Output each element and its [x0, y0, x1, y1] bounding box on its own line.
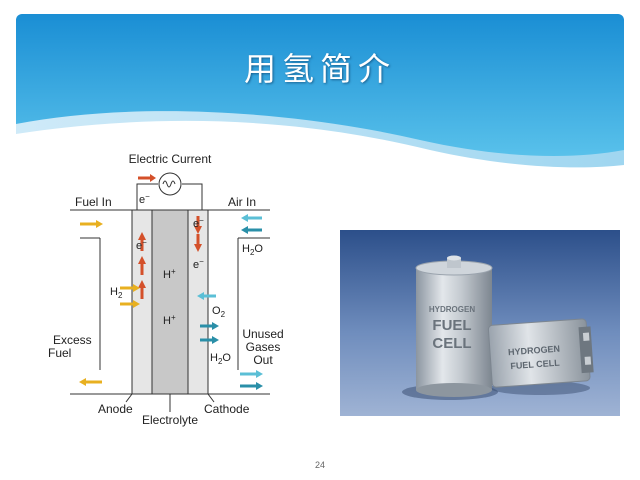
proton-label-2: H+ — [163, 313, 176, 327]
slide-title: 用氢简介 — [243, 50, 396, 88]
cathode-label: Cathode — [204, 402, 250, 416]
electrolyte-layer — [151, 209, 189, 395]
battery-large-text-1: HYDROGEN — [429, 305, 475, 314]
battery-small-text-1: HYDROGEN — [508, 344, 561, 358]
electron-label-cathode-1: e− — [193, 216, 204, 230]
proton-label-1: H+ — [163, 267, 176, 281]
cathode-plate — [187, 209, 209, 395]
electron-label-anode: e− — [136, 238, 147, 252]
air-in-label: Air In — [228, 195, 256, 209]
fuel-cell-battery-photo: HYDROGEN FUEL CELL HYDROGEN FUEL CELL — [340, 230, 620, 416]
anode-label: Anode — [98, 402, 133, 416]
electron-label-top: e− — [139, 192, 150, 206]
lightbulb-icon — [158, 172, 182, 196]
electron-label-cathode-2: e− — [193, 257, 204, 271]
water-label-out: H2O — [210, 352, 231, 366]
out-label: Out — [253, 353, 273, 367]
header-background — [16, 14, 624, 180]
battery-large-text-3: CELL — [432, 335, 471, 352]
battery-small: HYDROGEN FUEL CELL — [487, 318, 594, 388]
fuel-cell-diagram: Electric Current Fuel In Air In e− e− e−… — [48, 152, 284, 427]
battery-small-text-2: FUEL CELL — [510, 358, 560, 371]
battery-large — [416, 268, 492, 390]
unused-label: Unused — [242, 327, 283, 341]
page-number: 24 — [314, 460, 325, 470]
excess-label: Excess — [53, 333, 92, 347]
battery-large-text-2: FUEL — [432, 317, 471, 334]
water-label-in: H2O — [242, 243, 263, 257]
electric-current-label: Electric Current — [129, 152, 212, 166]
fuel-label: Fuel — [48, 346, 71, 360]
oxygen-label: O2 — [212, 305, 226, 319]
hydrogen-label: H2 — [110, 286, 123, 300]
gases-label: Gases — [246, 340, 281, 354]
fuel-in-label: Fuel In — [75, 195, 112, 209]
electrolyte-label: Electrolyte — [142, 413, 198, 427]
